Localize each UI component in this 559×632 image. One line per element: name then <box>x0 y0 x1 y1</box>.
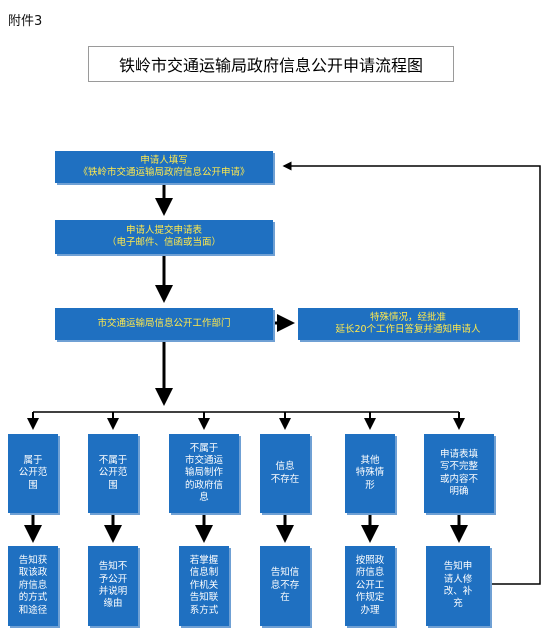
condition-other: 其他 特殊情 形 <box>345 434 395 513</box>
step-submit-application: 申请人提交申请表 （电子邮件、信函或当面） <box>55 220 273 254</box>
flowchart-title: 铁岭市交通运输局政府信息公开申请流程图 <box>88 46 454 82</box>
result-in-scope: 告知获 取该政 府信息 的方式 和途径 <box>8 546 58 626</box>
attachment-label: 附件3 <box>8 14 43 29</box>
result-incomplete: 告知申 请人修 改、补 充 <box>426 546 490 626</box>
step-department: 市交通运输局信息公开工作部门 <box>55 308 273 340</box>
feedback-loop-arrow <box>282 161 541 585</box>
result-other: 按照政 府信息 公开工 作规定 办理 <box>345 546 395 626</box>
step-fill-application: 申请人填写 《铁岭市交通运输局政府信息公开申请》 <box>55 151 273 183</box>
condition-incomplete: 申请表填 写不完整 或内容不 明确 <box>424 434 494 513</box>
result-not-produced: 若掌握 信息制 作机关 告知联 系方式 <box>179 546 229 626</box>
result-not-exist: 告知信 息不存 在 <box>260 546 310 626</box>
result-not-in-scope: 告知不 予公开 并说明 缘由 <box>88 546 138 626</box>
step-special-case: 特殊情况，经批准 延长20个工作日答复并通知申请人 <box>298 308 518 340</box>
condition-in-scope: 属于 公开范 围 <box>8 434 58 513</box>
condition-not-in-scope: 不属于 公开范 围 <box>88 434 138 513</box>
condition-not-produced: 不属于 市交通运 输局制作 的政府信 息 <box>169 434 239 513</box>
condition-not-exist: 信息 不存在 <box>260 434 310 513</box>
